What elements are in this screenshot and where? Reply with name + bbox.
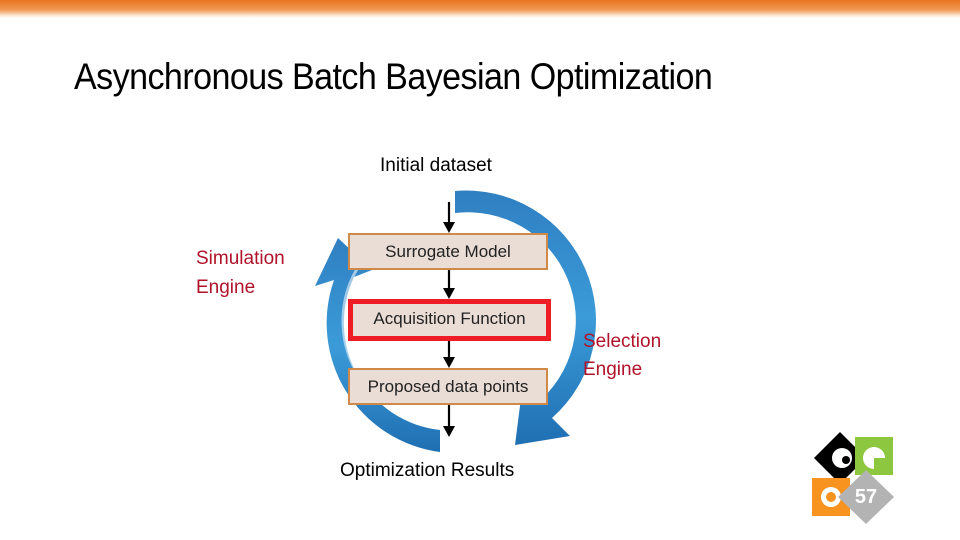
optimization-results-label: Optimization Results	[340, 460, 515, 481]
logo-number: 57	[855, 486, 877, 508]
selection-engine-label: Selection Engine	[583, 331, 662, 380]
accent-bar	[0, 0, 960, 18]
slide-title: Asynchronous Batch Bayesian Optimization	[74, 56, 713, 97]
acquisition-function-box: Acquisition Function	[348, 299, 551, 341]
proposed-data-points-box: Proposed data points	[348, 368, 548, 405]
simulation-engine-label: Simulation Engine	[196, 248, 285, 298]
surrogate-model-box: Surrogate Model	[348, 233, 548, 270]
initial-dataset-label: Initial dataset	[380, 155, 492, 176]
cycle-arc-right	[455, 190, 596, 445]
